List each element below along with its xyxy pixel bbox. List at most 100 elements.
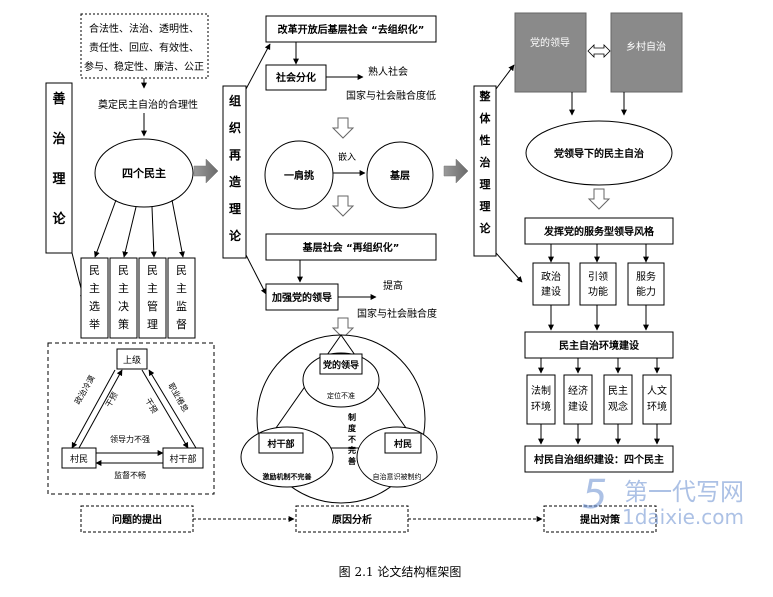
left-side-label-box xyxy=(45,82,73,254)
step3-label: 提出对策 xyxy=(580,513,621,526)
deorg-label: 改革开放后基层社会 “去组织化” xyxy=(278,23,425,36)
principle-line-2: 责任性、回应、有效性、 xyxy=(89,41,199,54)
cause-cadre: 村干部 xyxy=(267,438,294,450)
strengthen-label: 加强党的领导 xyxy=(271,291,332,304)
cause-party-sub: 定位不准 xyxy=(327,391,355,400)
grassroots-circle xyxy=(366,141,434,209)
function-item-line: 建设 xyxy=(541,285,561,298)
party-led-label: 党领导下的民主自治 xyxy=(554,147,644,160)
label-political: 政治冷漠 xyxy=(72,373,97,406)
double-arrow xyxy=(587,44,611,58)
cause-villager: 村民 xyxy=(394,438,412,450)
one-shoulder-circle xyxy=(264,140,334,210)
left-side-label-char: 善 xyxy=(52,91,65,107)
principle-line-3: 参与、稳定性、廉洁、公正 xyxy=(84,60,204,73)
village-grey-label: 乡村自治 xyxy=(626,40,666,53)
democracy-box xyxy=(167,257,196,339)
env-item-line: 法制 xyxy=(531,384,551,397)
function-item-line: 引领 xyxy=(588,270,608,283)
acquaint-label: 熟人社会 xyxy=(368,65,408,78)
watermark: 5 第一代写网 1daixie.com xyxy=(582,472,744,529)
fusion-low-label: 国家与社会融合度低 xyxy=(346,89,436,102)
democracy-item-char: 监 xyxy=(176,300,187,313)
middle-side-label-char: 织 xyxy=(229,120,241,135)
middle-side-label-char: 再 xyxy=(229,148,241,162)
label-lead: 领导力不强 xyxy=(110,434,150,444)
principles-box: 合法性、法治、透明性、 责任性、回应、有效性、 参与、稳定性、廉洁、公正 xyxy=(80,13,209,79)
env-item-box xyxy=(642,374,672,425)
left-side-label-char: 论 xyxy=(52,211,66,227)
four-democracy-ellipse xyxy=(94,138,194,208)
middle-side-label-char: 组 xyxy=(229,93,241,108)
cause-cadre-sub: 激励机制不完善 xyxy=(263,472,312,481)
left-side-label-char: 理 xyxy=(52,172,65,187)
party-led-ellipse xyxy=(525,120,673,186)
label-supervise: 监督不畅 xyxy=(114,470,146,480)
function-item-line: 服务 xyxy=(636,270,656,283)
service-style-box xyxy=(524,217,674,245)
step1-label: 问题的提出 xyxy=(112,513,162,526)
democracy-box xyxy=(138,257,167,339)
legitimacy-note: 奠定民主自治的合理性 xyxy=(98,98,198,111)
social-div-label: 社会分化 xyxy=(275,71,316,84)
env-item-line: 观念 xyxy=(608,400,628,413)
democracy-item-char: 策 xyxy=(118,317,129,331)
flow-arrow-2 xyxy=(443,158,469,184)
env-item-line: 人文 xyxy=(647,384,667,397)
flow-arrow-1 xyxy=(193,158,219,184)
env-item-line: 经济 xyxy=(568,384,588,397)
env-item-line: 民主 xyxy=(608,385,628,397)
env-item-line: 环境 xyxy=(647,400,667,413)
right-side-label-char: 整 xyxy=(479,89,491,103)
fusion-label: 国家与社会融合度 xyxy=(357,307,437,320)
democracy-item-char: 主 xyxy=(147,282,158,295)
middle-side-label-box xyxy=(222,85,247,259)
democracy-item-char: 理 xyxy=(147,318,158,331)
function-box xyxy=(627,262,665,306)
democracy-item-char: 举 xyxy=(89,317,100,331)
env-item-box xyxy=(563,374,593,425)
service-style-label: 发挥党的服务型领导风格 xyxy=(543,225,655,238)
triangle-top: 上级 xyxy=(123,354,141,366)
middle-side-label-char: 造 xyxy=(229,174,242,189)
one-shoulder-label: 一肩挑 xyxy=(284,169,314,182)
grassroots-label: 基层 xyxy=(389,169,410,182)
democracy-item-char: 主 xyxy=(89,282,100,295)
cause-villager-sub: 自治意识被制约 xyxy=(373,472,422,481)
embed-label: 嵌入 xyxy=(338,152,356,163)
democracy-box xyxy=(80,257,109,339)
democracy-box xyxy=(109,257,138,339)
cause-system-char: 制 xyxy=(348,412,356,422)
function-item-line: 政治 xyxy=(541,270,561,283)
org-box xyxy=(524,445,674,473)
triangle-frame xyxy=(47,342,215,495)
democracy-item-char: 选 xyxy=(89,300,100,313)
democracy-item-char: 主 xyxy=(176,282,187,295)
right-side-label-char: 理 xyxy=(480,178,491,191)
right-side-label-box xyxy=(473,85,497,257)
right-side-label-char: 论 xyxy=(480,221,492,235)
democracy-item-char: 督 xyxy=(176,317,187,331)
left-side-label-char: 治 xyxy=(52,131,65,147)
watermark-brand: 第一代写网 xyxy=(624,478,744,506)
cause-system-char: 善 xyxy=(348,456,356,466)
democracy-item-char: 民 xyxy=(118,264,129,277)
democracy-item-char: 主 xyxy=(118,282,129,295)
env-label: 民主自治环境建设 xyxy=(559,339,639,352)
right-side-label-char: 理 xyxy=(480,200,491,213)
step2-label: 原因分析 xyxy=(332,513,372,526)
env-box xyxy=(524,331,674,359)
right-side-label-char: 治 xyxy=(480,155,491,169)
middle-side-label-char: 理 xyxy=(229,202,241,216)
triangle-left: 村民 xyxy=(70,453,88,465)
cause-system-char: 不 xyxy=(348,434,356,444)
four-democracy-label: 四个民主 xyxy=(122,166,166,180)
party-grey-label: 党的领导 xyxy=(530,36,570,49)
env-item-line: 建设 xyxy=(568,400,588,413)
